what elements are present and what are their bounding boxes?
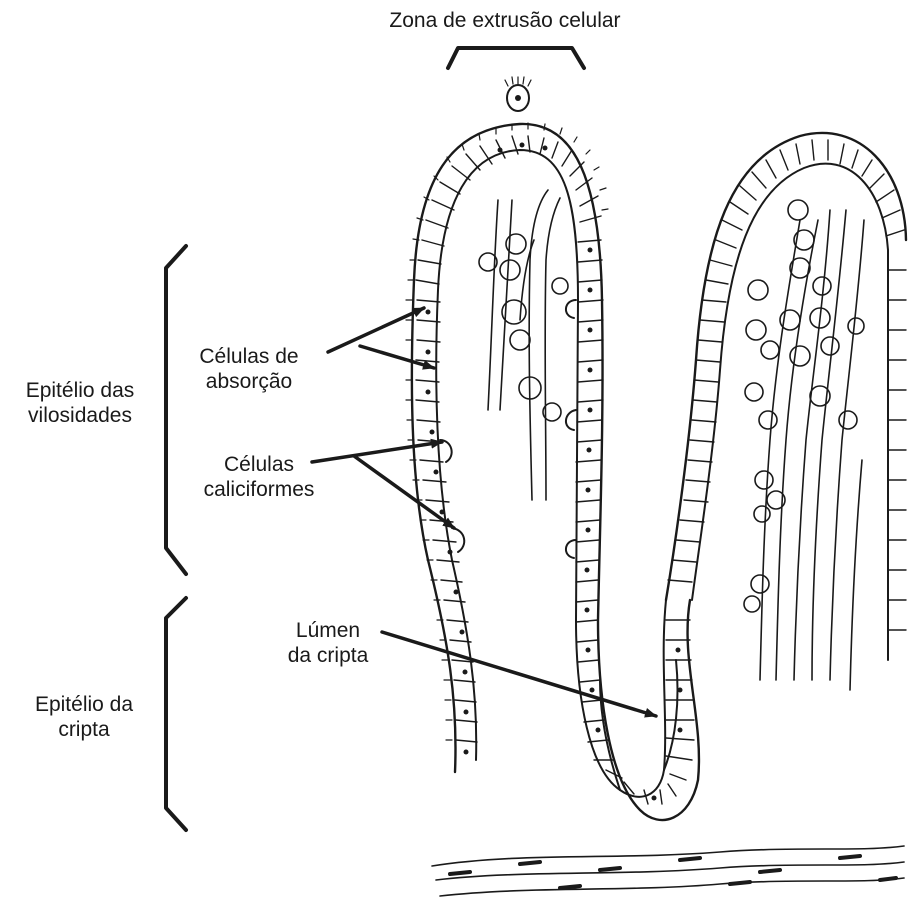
cell-nuclei [426, 143, 683, 801]
right-villus-core [744, 200, 864, 690]
crypt-epithelium-label: Epitélio da cripta [14, 692, 154, 742]
left-villus-inner [436, 150, 666, 797]
extrusion-zone-label: Zona de extrusão celular [330, 8, 680, 33]
right-villus-cell-walls [668, 140, 906, 630]
left-villus-core [479, 190, 568, 500]
extrusion-bracket [448, 48, 584, 68]
crypt-epithelium-bracket [166, 598, 186, 830]
villus-epithelium-label: Epitélio das vilosidades [0, 378, 160, 428]
muscle-layer [432, 846, 904, 896]
absorptive-cells-label: Células de absorção [182, 344, 316, 394]
absorptive-arrow-1 [328, 308, 424, 352]
crypt-lumen-label: Lúmen da cripta [272, 618, 384, 668]
extruded-cell [505, 77, 531, 111]
goblet-arrow-1 [312, 442, 442, 462]
right-villus-inner [692, 164, 888, 660]
villus-epithelium-bracket [166, 246, 186, 574]
absorptive-arrow-2 [360, 346, 434, 368]
absorptive-cell-walls [416, 136, 694, 804]
goblet-cell-shapes [440, 300, 576, 558]
crypt-lumen-arrow [382, 632, 656, 716]
goblet-cells-label: Células caliciformes [196, 452, 322, 502]
